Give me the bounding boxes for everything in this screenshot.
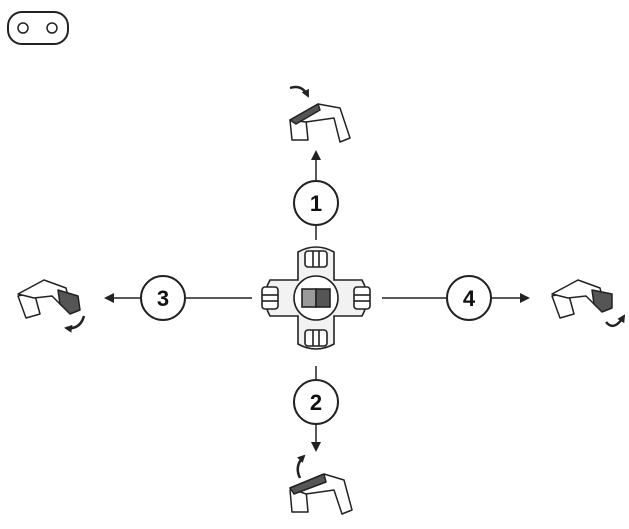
callout-2-label: 2 [310, 390, 322, 415]
callout-1-label: 1 [310, 191, 322, 216]
callout-3-label: 3 [157, 286, 169, 311]
callout-3: 3 [140, 275, 186, 321]
arm-up-icon [289, 85, 351, 143]
callout-1: 1 [293, 180, 339, 226]
arm-down-icon [289, 454, 353, 515]
direction-lines [104, 150, 530, 452]
joystick-icon [261, 246, 371, 350]
callout-4: 4 [446, 275, 492, 321]
bucket-dump-icon [551, 279, 626, 328]
callout-2: 2 [293, 379, 339, 425]
bucket-curl-icon [17, 279, 86, 333]
callout-4-label: 4 [463, 286, 476, 311]
control-mode-pill-icon [7, 11, 69, 45]
